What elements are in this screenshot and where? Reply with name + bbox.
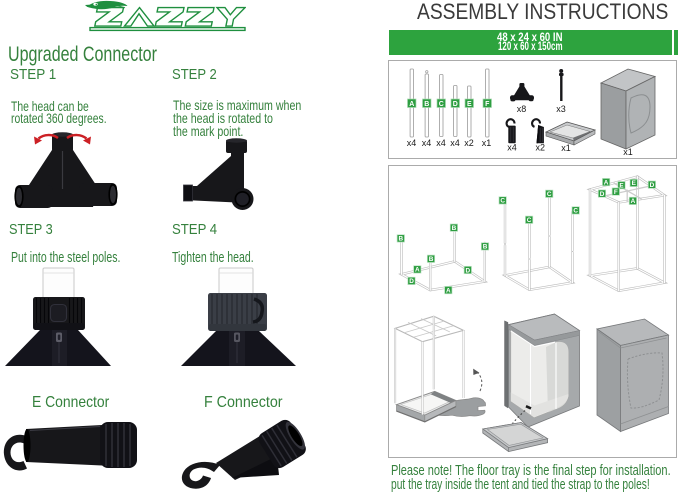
svg-text:D: D <box>600 191 605 198</box>
svg-text:x4: x4 <box>436 138 446 148</box>
svg-text:D: D <box>453 101 458 108</box>
svg-text:x4: x4 <box>507 142 517 152</box>
svg-text:x4: x4 <box>422 138 432 148</box>
svg-text:x2: x2 <box>464 138 474 148</box>
svg-text:B: B <box>398 236 403 243</box>
svg-text:C: C <box>439 101 444 108</box>
svg-text:E: E <box>467 101 472 108</box>
svg-text:A: A <box>631 198 636 205</box>
svg-text:A: A <box>604 179 609 186</box>
svg-text:B: B <box>429 256 434 263</box>
svg-text:F: F <box>614 189 618 196</box>
svg-text:x3: x3 <box>556 104 566 114</box>
svg-text:E: E <box>632 180 637 187</box>
svg-text:C: C <box>573 208 578 215</box>
svg-text:D: D <box>409 278 414 285</box>
svg-text:F: F <box>485 101 490 108</box>
svg-text:B: B <box>452 225 457 232</box>
svg-text:A: A <box>446 287 451 294</box>
svg-text:C: C <box>527 217 532 224</box>
svg-text:x1: x1 <box>561 143 571 153</box>
svg-text:x4: x4 <box>450 138 460 148</box>
svg-text:C: C <box>500 198 505 205</box>
svg-text:B: B <box>424 101 429 108</box>
svg-text:A: A <box>409 101 414 108</box>
svg-text:B: B <box>483 244 488 251</box>
svg-text:C: C <box>547 191 552 198</box>
svg-text:D: D <box>465 267 470 274</box>
svg-text:D: D <box>650 182 655 189</box>
svg-text:x8: x8 <box>517 104 527 114</box>
svg-text:x1: x1 <box>482 138 492 148</box>
svg-text:x2: x2 <box>535 142 545 152</box>
svg-text:E: E <box>619 183 624 190</box>
svg-text:A: A <box>415 267 420 274</box>
svg-text:x1: x1 <box>623 147 633 157</box>
svg-text:x4: x4 <box>407 138 417 148</box>
